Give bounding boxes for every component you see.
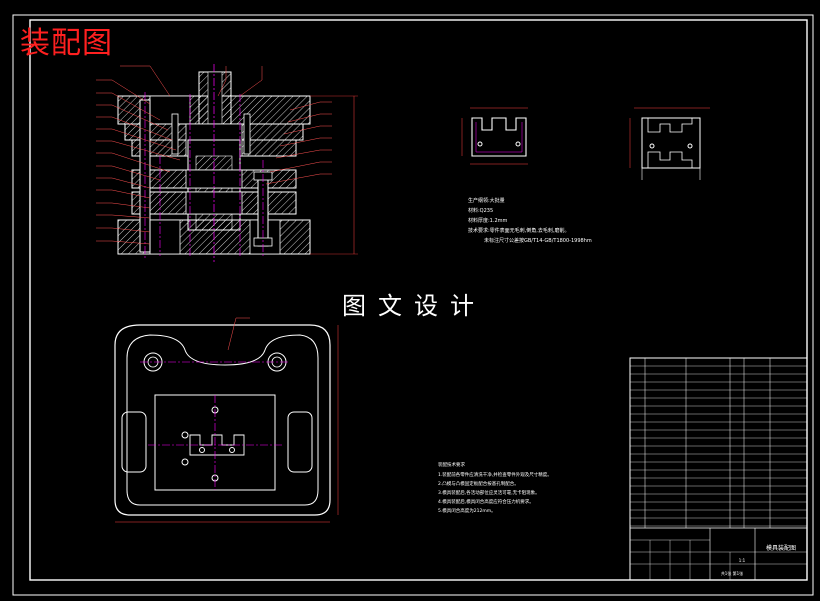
front-section-view <box>96 64 358 262</box>
tech-requirement-2: 2.凸模与凸模固定板配合按基孔制配合。 <box>438 480 519 487</box>
tech-requirements-heading: 装配技术要求 <box>438 461 465 468</box>
tech-requirement-4: 4.模具装配后,模具闭合高度应符合压力机要求。 <box>438 498 534 505</box>
outer-sheet-border <box>12 14 814 596</box>
strip-side-view <box>629 107 710 180</box>
production-material: 材料:Q235 <box>468 207 493 214</box>
bill-of-materials <box>629 357 808 581</box>
tech-requirement-3: 3.模具装配后,各活动部位应灵活可靠,无卡阻现象。 <box>438 489 540 496</box>
title-block-scale: 1:1 <box>739 558 746 563</box>
title-block-part-name: 模具装配图 <box>766 544 796 552</box>
production-process: 技术要求:零件表面无毛刺,倒角,去毛刺,磨削。 <box>468 227 569 234</box>
production-tolerance: 未标注尺寸公差按GB/T14-GB/T1800-1998hm <box>484 237 592 244</box>
part-drawing-view <box>461 107 528 165</box>
title-block <box>630 527 807 580</box>
drawing-title: 装配图 <box>20 26 113 61</box>
inner-sheet-border <box>29 19 808 581</box>
tech-requirement-5: 5.模具闭合高度为212mm。 <box>438 507 496 514</box>
production-thickness: 材料厚度:1.2mm <box>468 217 508 224</box>
plan-view <box>114 317 339 523</box>
watermark-text: 图文设计 <box>342 292 486 320</box>
tech-requirement-1: 1.装配前各零件应清洗干净,并检查零件外观及尺寸精度。 <box>438 471 552 478</box>
production-heading: 生产纲领:大批量 <box>468 197 505 204</box>
title-block-sheet: 共1张 第1张 <box>721 570 743 576</box>
